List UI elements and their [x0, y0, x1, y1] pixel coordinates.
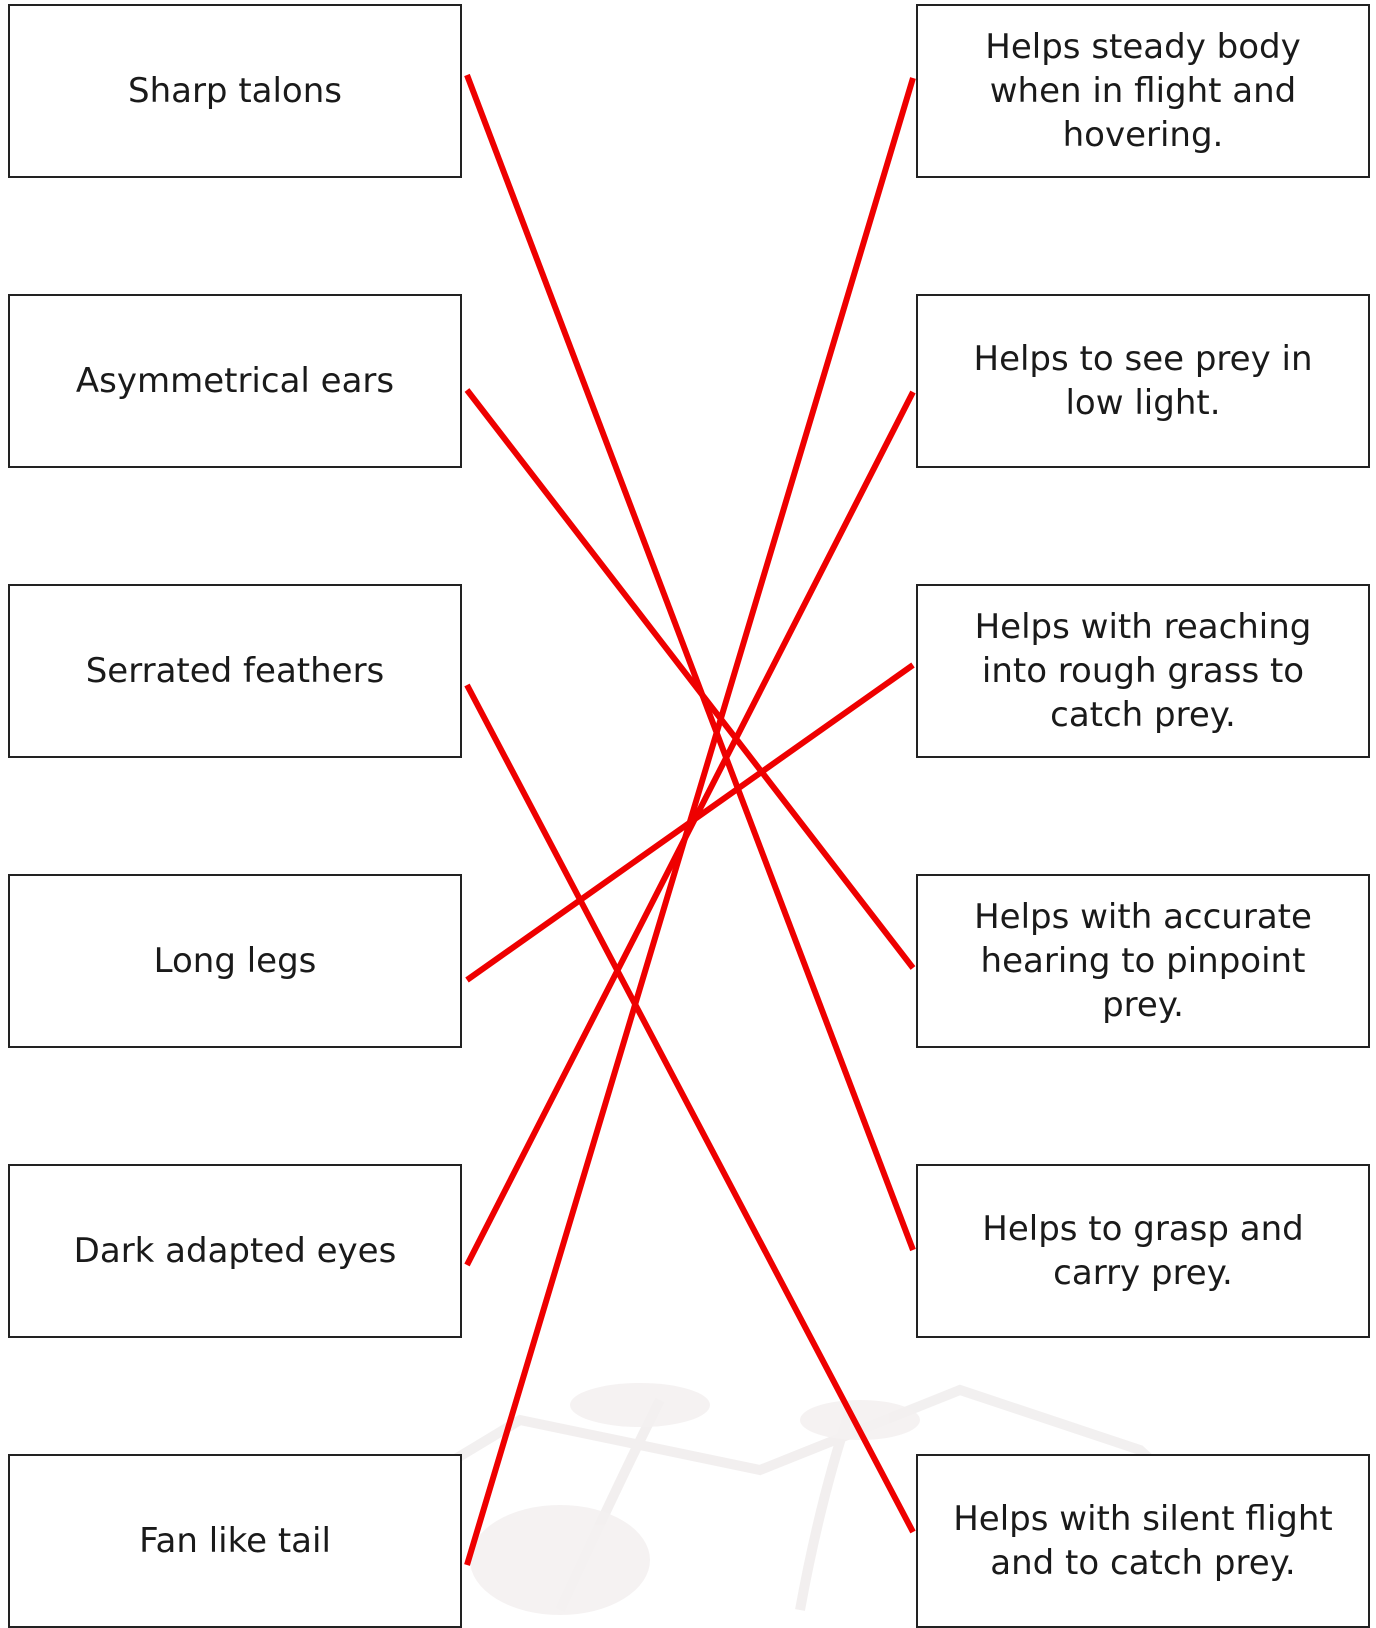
left-item-label: Long legs [153, 941, 317, 981]
left-item-asymmetrical-ears[interactable]: Asymmetrical ears [8, 294, 462, 468]
left-item-sharp-talons[interactable]: Sharp talons [8, 4, 462, 178]
left-item-label: Serrated feathers [85, 651, 385, 691]
right-item-label: Helps with accurate hearing to pinpoint … [974, 897, 1312, 1025]
right-item-see-in-low-light[interactable]: Helps to see prey in low light. [916, 294, 1370, 468]
match-line-6 [464, 77, 916, 1566]
left-item-long-legs[interactable]: Long legs [8, 874, 462, 1048]
left-item-fan-like-tail[interactable]: Fan like tail [8, 1454, 462, 1628]
left-item-dark-adapted-eyes[interactable]: Dark adapted eyes [8, 1164, 462, 1338]
left-item-serrated-feathers[interactable]: Serrated feathers [8, 584, 462, 758]
left-item-label: Fan like tail [139, 1521, 331, 1561]
right-item-grasp-prey[interactable]: Helps to grasp and carry prey. [916, 1164, 1370, 1338]
match-line-1 [464, 73, 916, 1252]
right-item-steady-body[interactable]: Helps steady body when in flight and hov… [916, 4, 1370, 178]
right-item-label: Helps with silent flight and to catch pr… [953, 1499, 1333, 1583]
left-item-label: Sharp talons [127, 71, 342, 111]
left-item-label: Dark adapted eyes [73, 1231, 397, 1271]
right-item-label: Helps steady body when in flight and hov… [985, 27, 1301, 155]
right-item-label: Helps to grasp and carry prey. [982, 1209, 1304, 1293]
right-item-label: Helps to see prey in low light. [973, 339, 1313, 423]
right-item-accurate-hearing[interactable]: Helps with accurate hearing to pinpoint … [916, 874, 1370, 1048]
right-item-silent-flight[interactable]: Helps with silent flight and to catch pr… [916, 1454, 1370, 1628]
match-line-2 [464, 388, 916, 970]
right-item-reach-grass[interactable]: Helps with reaching into rough grass to … [916, 584, 1370, 758]
left-item-label: Asymmetrical ears [75, 361, 395, 401]
right-item-label: Helps with reaching into rough grass to … [974, 607, 1312, 735]
match-line-3 [464, 683, 916, 1534]
